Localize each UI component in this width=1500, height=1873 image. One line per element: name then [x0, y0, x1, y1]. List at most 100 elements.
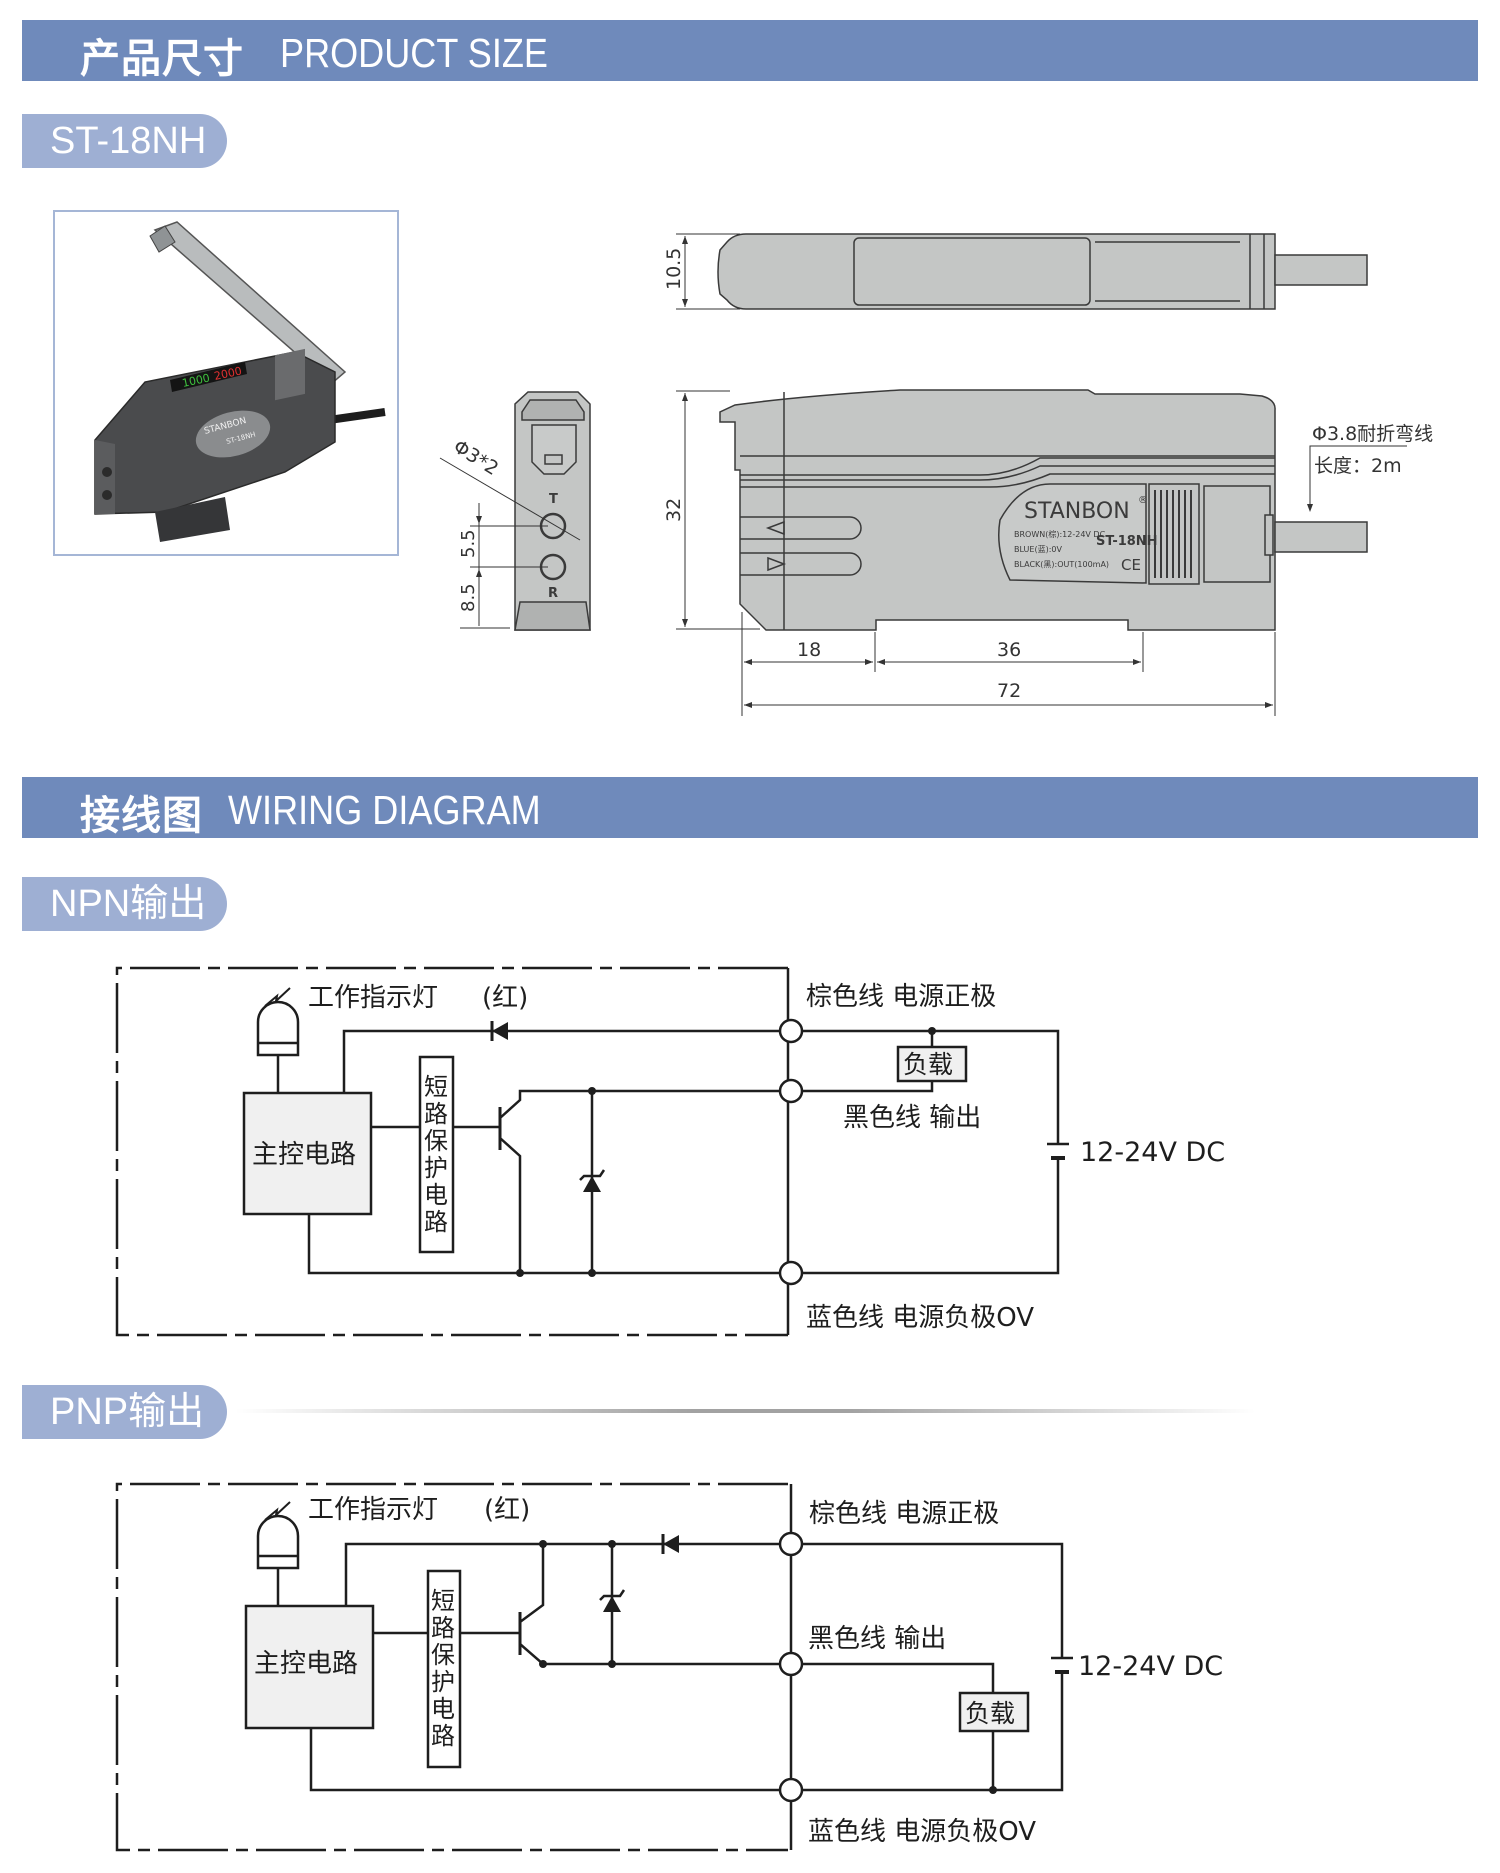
- pnp-blue-wire-label: 蓝色线 电源负极OV: [808, 1817, 1036, 1847]
- pnp-main-circuit-label: 主控电路: [254, 1649, 358, 1679]
- npn-terminal-blue: [778, 1260, 804, 1286]
- npn-protection-box: [418, 1055, 455, 1254]
- side-view-cable: [1274, 521, 1368, 553]
- svg-text:护: 护: [431, 1668, 455, 1696]
- svg-text:路: 路: [424, 1100, 448, 1128]
- npn-ext-positive: [788, 1029, 1060, 1144]
- side-label-plate: [998, 483, 1147, 584]
- npn-light-emission-icon: [264, 987, 291, 1007]
- dim-label-side-height: 32: [663, 498, 685, 522]
- svg-text:保: 保: [424, 1127, 448, 1155]
- npn-enclosure-frame: [115, 966, 788, 1337]
- npn-zener-bar: [579, 1169, 606, 1181]
- npn-indicator-color: (红): [482, 983, 528, 1013]
- technical-drawing: STANBON ® BROWN(棕):12-24V DC ST-18NH BLU…: [439, 233, 1433, 716]
- side-slot-1: [740, 516, 862, 540]
- front-label-t: T: [549, 492, 558, 507]
- arrow-left-icon: [765, 520, 785, 536]
- pnp-zener-icon: [603, 1596, 621, 1612]
- pnp-protection-label: 短 路 保 护 电 路: [431, 1587, 455, 1750]
- top-view-panel: [853, 237, 1091, 306]
- dim-label-72: 72: [997, 680, 1021, 702]
- pnp-transistor-emitter: [519, 1544, 545, 1624]
- sensor-illustration: 1000 2000 STANBON ST-18NH: [94, 221, 386, 542]
- product-photo: 1000 2000 STANBON ST-18NH: [53, 210, 399, 556]
- side-label-line2: BLUE(蓝):0V: [1014, 544, 1062, 554]
- pnp-wire-ground: [309, 1728, 791, 1792]
- section-header-wiring: 接线图 WIRING DIAGRAM: [22, 777, 1478, 839]
- leader-cable: [1309, 445, 1407, 510]
- npn-wiring-diagram: 工作指示灯 (红) 主控电路 短 路 保 护 电 路 棕色线 电源正极 黑色线 …: [115, 966, 1225, 1337]
- pnp-main-circuit-box: [244, 1604, 375, 1730]
- cable-length-label: 长度：2m: [1314, 455, 1402, 477]
- npn-load-label: 负载: [903, 1050, 953, 1079]
- npn-wire-power: [342, 1029, 788, 1093]
- side-label-line3: BLACK(黑):OUT(100mA): [1014, 560, 1109, 569]
- pnp-protection-box: [426, 1569, 462, 1769]
- section-header-product-size: 产品尺寸 PRODUCT SIZE: [22, 20, 1478, 82]
- vent-ribs: [1154, 490, 1192, 578]
- npn-junctions: [516, 1027, 936, 1277]
- pnp-light-emission-icon: [264, 1501, 291, 1521]
- pnp-enclosure-frame: [115, 1482, 788, 1852]
- front-view-slot: [544, 454, 563, 465]
- pnp-supply-label: 12-24V DC: [1078, 1651, 1223, 1682]
- pnp-junctions: [539, 1540, 997, 1794]
- npn-ext-negative: [788, 1158, 1060, 1275]
- svg-text:保: 保: [431, 1641, 455, 1669]
- display-green-value: 1000: [181, 371, 211, 390]
- pnp-transistor-collector: [519, 1643, 791, 1666]
- pnp-load-label: 负载: [965, 1699, 1015, 1728]
- npn-diode-icon: [492, 1022, 508, 1040]
- pnp-zener-bar: [599, 1589, 626, 1601]
- svg-text:电: 电: [424, 1181, 448, 1209]
- pnp-brown-wire-label: 棕色线 电源正极: [809, 1499, 999, 1529]
- pnp-load-wire: [791, 1662, 995, 1693]
- leader-hole-spec: [439, 457, 581, 541]
- dim-arrows: [476, 236, 1313, 708]
- npn-supply-label: 12-24V DC: [1080, 1137, 1225, 1168]
- npn-zener-icon: [583, 1176, 601, 1192]
- npn-main-circuit-label: 主控电路: [252, 1140, 356, 1170]
- pnp-terminal-blue: [778, 1777, 804, 1803]
- arrow-right-icon: [767, 556, 787, 572]
- fiber-port-t: [102, 467, 112, 477]
- pnp-indicator-label: 工作指示灯: [308, 1495, 438, 1525]
- npn-transistor-emitter: [499, 1137, 522, 1273]
- sensor-label: [195, 410, 271, 458]
- pnp-ext-positive: [791, 1542, 1064, 1658]
- section-title-zh: 产品尺寸: [80, 36, 244, 82]
- npn-black-wire-label: 黑色线 输出: [843, 1103, 981, 1133]
- svg-text:路: 路: [431, 1614, 455, 1642]
- section-title-en: PRODUCT SIZE: [280, 30, 548, 76]
- side-label-brand: STANBON: [1024, 499, 1130, 524]
- section-title-zh: 接线图: [80, 793, 203, 839]
- side-label-line1: BROWN(棕):12-24V DC: [1014, 529, 1106, 539]
- npn-main-circuit-box: [242, 1091, 373, 1216]
- npn-blue-wire-label: 蓝色线 电源负极OV: [806, 1303, 1034, 1333]
- svg-text:护: 护: [424, 1154, 448, 1182]
- svg-text:路: 路: [424, 1208, 448, 1236]
- pnp-load-box: [958, 1691, 1030, 1733]
- fiber-port-r: [102, 490, 112, 500]
- svg-text:短: 短: [431, 1587, 455, 1615]
- divider: [235, 1409, 1255, 1413]
- dim-label-hole-spec: Φ3*2: [449, 436, 502, 480]
- dim-label-36: 36: [997, 639, 1021, 661]
- pnp-indicator-color: (红): [484, 1495, 530, 1525]
- pnp-badge: PNP输出: [22, 1385, 227, 1439]
- front-view-base: [514, 601, 591, 631]
- svg-text:路: 路: [431, 1722, 455, 1750]
- side-view-groove: [740, 457, 1275, 476]
- side-label-registered: ®: [1138, 495, 1148, 506]
- pnp-terminal-brown: [778, 1531, 804, 1557]
- side-view-groove: [740, 473, 1275, 488]
- npn-indicator-label: 工作指示灯: [308, 983, 438, 1013]
- side-cable-gland: [1264, 514, 1274, 556]
- npn-led-icon: [256, 1000, 300, 1057]
- top-view-cable: [1274, 254, 1368, 286]
- dim-label-hole-spacing: 5.5: [458, 529, 479, 558]
- pnp-diode-icon: [663, 1535, 679, 1553]
- sensor-lid: [153, 221, 347, 385]
- svg-text:电: 电: [431, 1695, 455, 1723]
